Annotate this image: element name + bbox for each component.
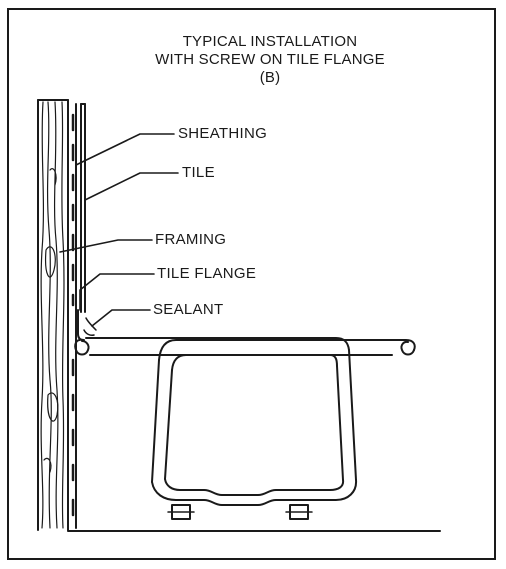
figure-border bbox=[7, 8, 496, 560]
label-sealant: SEALANT bbox=[153, 301, 224, 318]
leader-tile bbox=[84, 172, 179, 201]
leader-lines bbox=[59, 133, 179, 327]
tile-flange bbox=[77, 309, 97, 341]
leader-tile-flange bbox=[79, 273, 155, 311]
framing-stud bbox=[37, 99, 69, 531]
label-tile: TILE bbox=[182, 164, 215, 181]
leader-framing bbox=[59, 239, 153, 253]
title-line-1: TYPICAL INSTALLATION bbox=[182, 33, 358, 50]
label-tile-flange: TILE FLANGE bbox=[157, 265, 257, 282]
label-framing: FRAMING bbox=[155, 231, 227, 248]
leader-sealant bbox=[91, 309, 151, 327]
sheathing-layer bbox=[71, 103, 77, 529]
title-line-2: WITH SCREW ON TILE FLANGE bbox=[155, 51, 385, 68]
bathtub-profile bbox=[74, 337, 416, 520]
label-sheathing: SHEATHING bbox=[178, 125, 268, 142]
title-line-3: (B) bbox=[259, 69, 281, 86]
tile-layer bbox=[80, 103, 86, 313]
leader-sheathing bbox=[75, 133, 175, 166]
diagram-title: TYPICAL INSTALLATION WITH SCREW ON TILE … bbox=[120, 33, 420, 87]
